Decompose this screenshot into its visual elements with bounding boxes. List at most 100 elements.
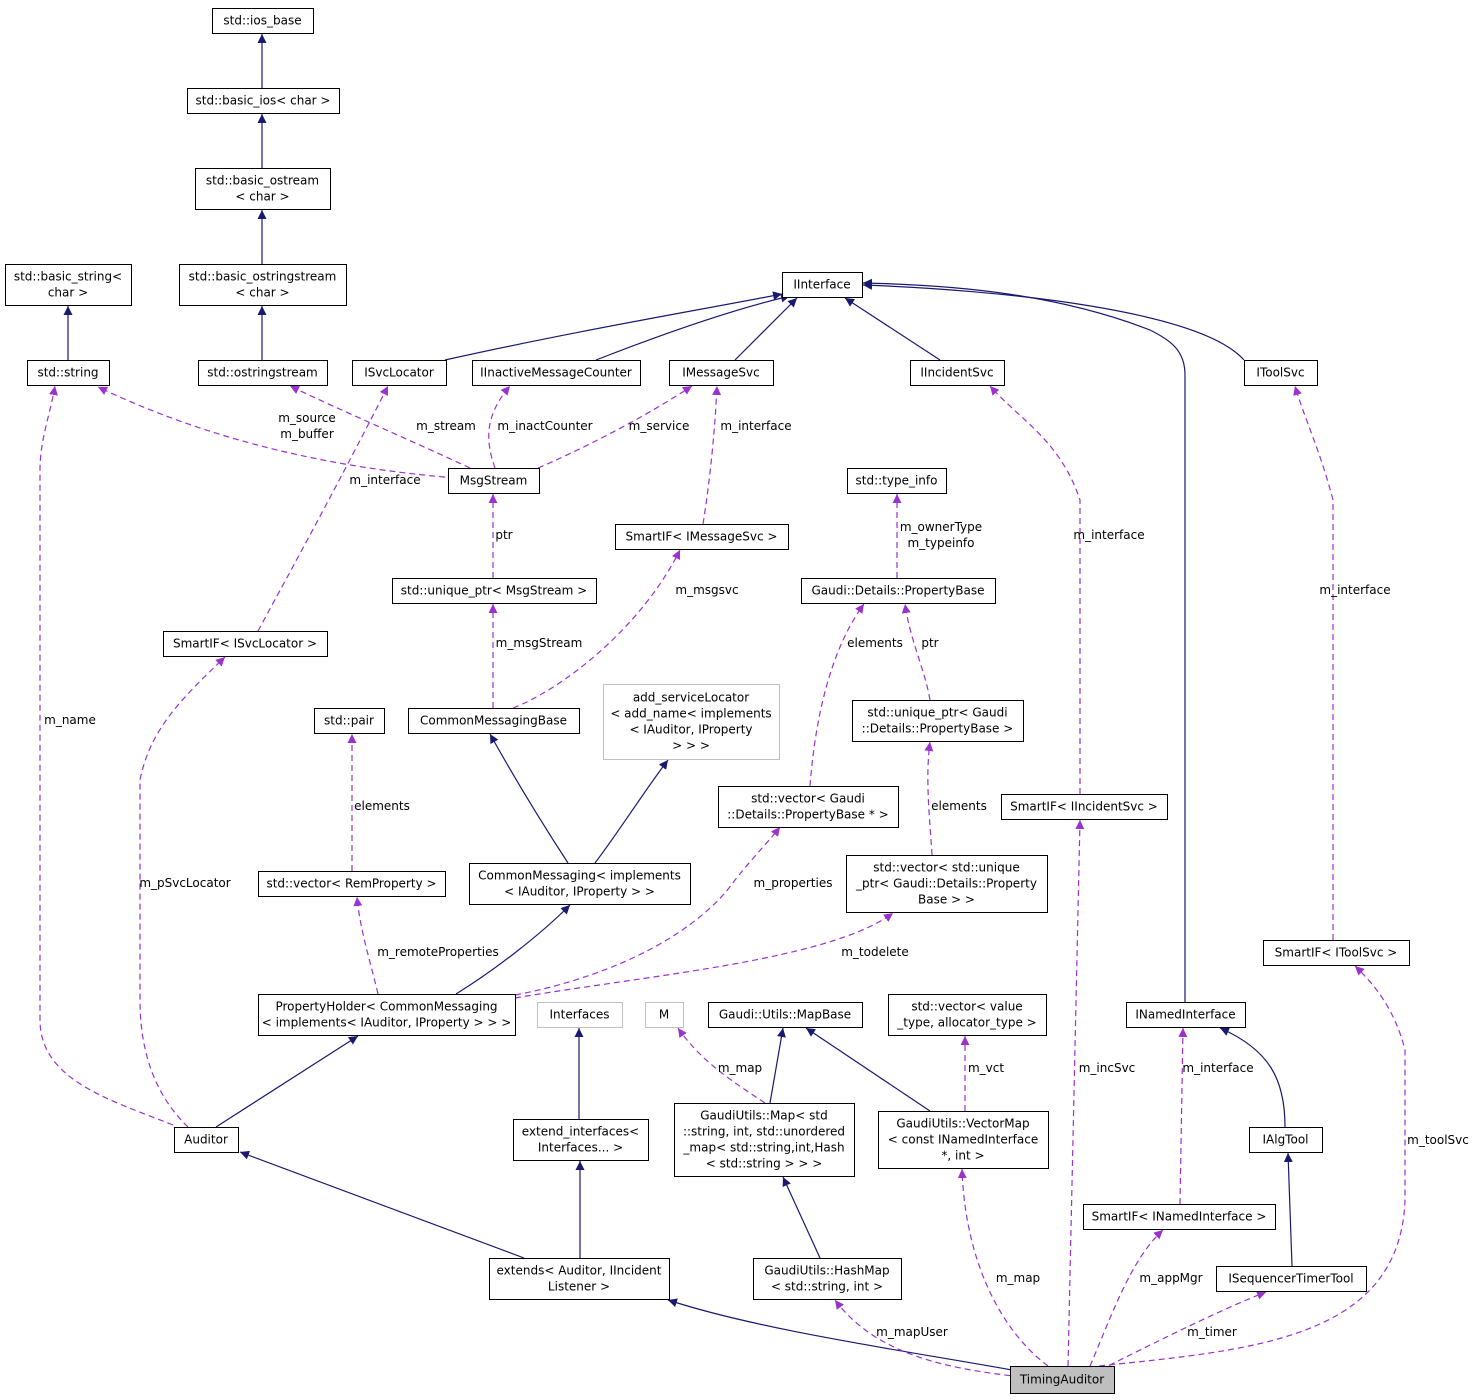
- class-node-box: [603, 684, 780, 760]
- class-node-smartif-isvcloc[interactable]: SmartIF< ISvcLocator >: [163, 631, 328, 657]
- class-node-add-servicelocator[interactable]: add_serviceLocator< add_name< implements…: [603, 684, 780, 760]
- class-node-extend-interfaces[interactable]: extend_interfaces<Interfaces... >: [513, 1119, 649, 1161]
- inheritance-edge-13: [455, 904, 571, 995]
- class-node-box: [782, 272, 863, 298]
- usage-edge-43: [353, 896, 379, 995]
- class-node-mapbase[interactable]: Gaudi::Utils::MapBase: [708, 1002, 863, 1028]
- class-node-box: [674, 1103, 855, 1177]
- class-node-ostringstream[interactable]: std::ostringstream: [198, 360, 328, 386]
- class-node-msgstream[interactable]: MsgStream: [448, 468, 540, 494]
- class-node-inamedinterface[interactable]: INamedInterface: [1126, 1002, 1246, 1028]
- edge-label-m-todelete: m_todelete: [841, 945, 909, 959]
- class-node-smartif-iincident[interactable]: SmartIF< IIncidentSvc >: [1001, 794, 1168, 820]
- edge-label-m-appMgr: m_appMgr: [1139, 1271, 1202, 1285]
- inheritance-edge-7: [734, 297, 798, 361]
- class-node-box: [888, 994, 1047, 1036]
- class-node-smartif-itoolsvc[interactable]: SmartIF< IToolSvc >: [1263, 940, 1410, 966]
- class-node-label: ISvcLocator: [364, 366, 434, 380]
- class-node-vectormap[interactable]: GaudiUtils::VectorMap< const INamedInter…: [878, 1111, 1049, 1169]
- edge-label-elements-uniqueptr: elements: [931, 799, 987, 813]
- class-node-imessagesvc[interactable]: IMessageSvc: [669, 360, 774, 386]
- class-node-label: MsgStream: [460, 474, 528, 488]
- class-node-box: [258, 994, 516, 1036]
- class-node-vector-uniqueptr[interactable]: std::vector< std::unique_ptr< Gaudi::Det…: [846, 855, 1048, 913]
- class-node-box: [847, 468, 947, 494]
- class-node-label: TimingAuditor: [1019, 1373, 1104, 1387]
- class-node-smartif-imsgsvc[interactable]: SmartIF< IMessageSvc >: [615, 524, 789, 550]
- class-node-label: std::pair: [324, 714, 374, 728]
- class-node-smartif-inamed[interactable]: SmartIF< INamedInterface >: [1083, 1204, 1276, 1230]
- inheritance-edge-22: [782, 1176, 821, 1259]
- class-node-gaudiutils-map[interactable]: GaudiUtils::Map< std::string, int, std::…: [674, 1103, 855, 1177]
- inheritance-edge-17: [805, 1027, 931, 1112]
- class-node-label: std::vector< Gaudi::Details::PropertyBas…: [727, 792, 888, 822]
- class-node-itoolsvc[interactable]: IToolSvc: [1244, 360, 1318, 386]
- class-node-timingauditor[interactable]: TimingAuditor: [1010, 1366, 1115, 1394]
- class-node-box: [352, 360, 447, 386]
- usage-edge-47: [1067, 819, 1085, 1367]
- class-node-ialgtool[interactable]: IAlgTool: [1249, 1127, 1323, 1153]
- class-node-type-info[interactable]: std::type_info: [847, 468, 947, 494]
- class-node-label: SmartIF< IToolSvc >: [1275, 946, 1398, 960]
- edge-label-m-name: m_name: [44, 713, 96, 727]
- class-node-commonmessaging[interactable]: CommonMessaging< implements< IAuditor, I…: [469, 863, 691, 905]
- class-node-box: [910, 360, 1005, 386]
- class-node-iinactive[interactable]: IInactiveMessageCounter: [472, 360, 641, 386]
- class-node-label: IAlgTool: [1262, 1133, 1308, 1147]
- inheritance-edge-8: [844, 297, 941, 361]
- edge-label-m-interface-msgsvc: m_interface: [720, 419, 791, 433]
- usage-edge-25: [289, 385, 471, 469]
- class-node-label: CommonMessaging< implements< IAuditor, I…: [478, 869, 681, 899]
- class-node-propertybase[interactable]: Gaudi::Details::PropertyBase: [801, 578, 996, 604]
- class-node-unique-ptr-prop[interactable]: std::unique_ptr< Gaudi::Details::Propert…: [852, 700, 1024, 742]
- class-node-vector-remprop[interactable]: std::vector< RemProperty >: [258, 871, 446, 897]
- class-node-isequencer[interactable]: ISequencerTimerTool: [1216, 1266, 1367, 1292]
- class-node-iinterface[interactable]: IInterface: [782, 272, 863, 298]
- class-node-std-string[interactable]: std::string: [27, 360, 110, 386]
- class-node-commonmessagingbase[interactable]: CommonMessagingBase: [408, 708, 580, 734]
- class-node-basic-ostringstream[interactable]: std::basic_ostringstream< char >: [179, 264, 347, 306]
- class-node-iincidentsvc[interactable]: IIncidentSvc: [910, 360, 1005, 386]
- class-node-basic-ostream[interactable]: std::basic_ostream< char >: [195, 168, 331, 210]
- class-node-label: GaudiUtils::Map< std::string, int, std::…: [682, 1109, 845, 1171]
- class-node-box: [801, 578, 996, 604]
- class-node-basic-string[interactable]: std::basic_string<char >: [5, 264, 132, 306]
- usage-edge-41: [139, 656, 226, 1128]
- usage-edge-51: [1089, 1229, 1164, 1367]
- inheritance-edge-5: [444, 291, 783, 361]
- class-node-isvclocator[interactable]: ISvcLocator: [352, 360, 447, 386]
- class-node-propertyholder[interactable]: PropertyHolder< CommonMessaging< impleme…: [258, 994, 516, 1036]
- class-node-box: [408, 708, 580, 734]
- edge-label-m-pSvcLocator: m_pSvcLocator: [139, 876, 230, 890]
- class-node-label: IIncidentSvc: [920, 366, 993, 380]
- class-node-basic-ios[interactable]: std::basic_ios< char >: [187, 88, 340, 114]
- class-node-unique-ptr-msg[interactable]: std::unique_ptr< MsgStream >: [392, 578, 597, 604]
- class-node-box: [718, 786, 899, 828]
- class-node-vector-value[interactable]: std::vector< value_type, allocator_type …: [888, 994, 1047, 1036]
- class-node-hashmap[interactable]: GaudiUtils::HashMap< std::string, int >: [753, 1258, 902, 1300]
- edge-label-m-stream: m_stream: [416, 419, 476, 433]
- inheritance-edge-16: [769, 1027, 786, 1104]
- inheritance-edge-23: [667, 1298, 1013, 1371]
- usage-edge-40: [924, 741, 934, 856]
- class-node-vector-propbase[interactable]: std::vector< Gaudi::Details::PropertyBas…: [718, 786, 899, 828]
- class-node-box: [195, 168, 331, 210]
- class-node-ios-base[interactable]: std::ios_base: [212, 8, 314, 34]
- class-node-label: IInterface: [793, 278, 850, 292]
- class-node-label: std::vector< value_type, allocator_type …: [896, 1000, 1036, 1030]
- class-node-label: std::basic_string<char >: [14, 270, 122, 300]
- class-node-label: IMessageSvc: [682, 366, 759, 380]
- class-node-auditor[interactable]: Auditor: [174, 1127, 239, 1153]
- edge-label-m-remoteProperties: m_remoteProperties: [377, 945, 499, 959]
- edge-label-m-interface-toolsvc: m_interface: [1319, 583, 1390, 597]
- class-node-label: std::type_info: [856, 474, 938, 488]
- usage-edge-26: [488, 385, 511, 469]
- class-node-std-pair[interactable]: std::pair: [314, 708, 385, 734]
- edge-label-m-map-M: m_map: [718, 1061, 762, 1075]
- class-node-label: PropertyHolder< CommonMessaging< impleme…: [262, 1000, 512, 1030]
- class-node-box: [489, 1258, 670, 1300]
- class-node-interfaces[interactable]: Interfaces: [537, 1002, 623, 1028]
- class-node-m-node[interactable]: M: [645, 1002, 684, 1028]
